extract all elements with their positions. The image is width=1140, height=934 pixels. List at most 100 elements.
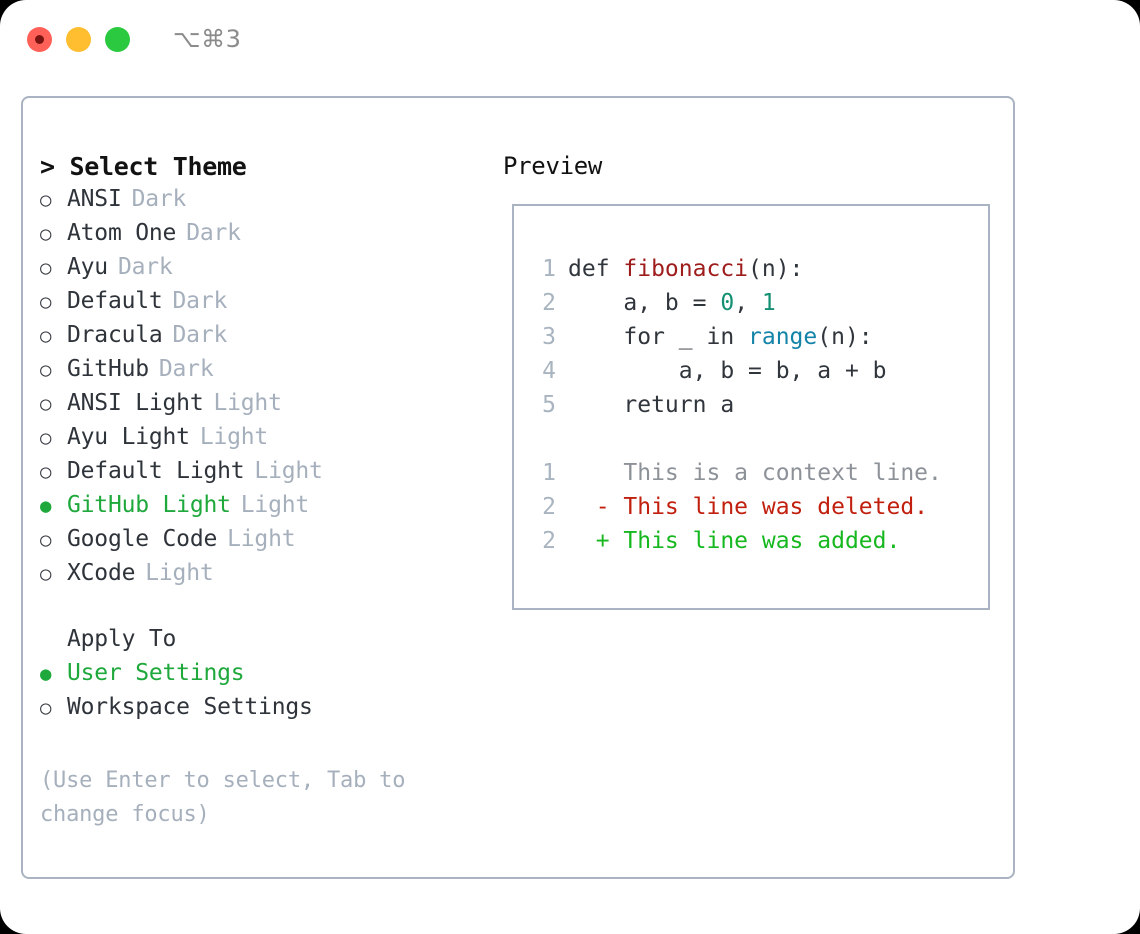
radio-unselected-icon: ○ [40, 359, 52, 381]
theme-option-label: ANSI [67, 186, 122, 212]
code-token-plain: (n): [748, 256, 804, 282]
apply-to-option-list[interactable]: ● User Settings ○ Workspace Settings [40, 660, 480, 728]
code-token-builtin: range [748, 324, 818, 350]
theme-variant-badge: Light [227, 526, 296, 552]
theme-option-label: Atom One [67, 220, 177, 246]
keyboard-hint-text: (Use Enter to select, Tab to change focu… [40, 768, 406, 827]
code-token-plain: a, b = b, a + b [568, 358, 887, 384]
line-number: 2 [542, 290, 556, 316]
radio-unselected-icon: ○ [40, 697, 52, 719]
radio-selected-icon: ● [40, 495, 52, 517]
code-line: 4 a, b = b, a + b [530, 354, 942, 388]
diff-line-text: This is a context line. [623, 460, 942, 486]
theme-option-ayu-light[interactable]: ○ Ayu Light Light [40, 424, 480, 458]
theme-option-google-code[interactable]: ○ Google Code Light [40, 526, 480, 560]
theme-option-ayu[interactable]: ○ Ayu Dark [40, 254, 480, 288]
line-number: 1 [542, 256, 556, 282]
line-number: 2 [542, 494, 556, 520]
apply-to-option-label: User Settings [67, 660, 245, 686]
apply-to-option-label: Workspace Settings [67, 694, 313, 720]
code-token-plain: def [568, 256, 624, 282]
theme-option-atom-one[interactable]: ○ Atom One Dark [40, 220, 480, 254]
diff-marker: - [568, 494, 624, 520]
title-bar: ⌥⌘3 [0, 0, 1140, 78]
apply-to-option-workspace-settings[interactable]: ○ Workspace Settings [40, 694, 480, 728]
select-theme-heading: > Select Theme [40, 152, 247, 181]
theme-option-label: XCode [67, 560, 136, 586]
theme-variant-badge: Dark [117, 254, 173, 280]
code-token-num: 1 [761, 290, 776, 316]
code-token-plain: (n): [817, 324, 873, 350]
theme-option-label: GitHub Light [67, 492, 231, 518]
code-token-num: 0 [720, 290, 735, 316]
line-number: 5 [542, 392, 556, 418]
theme-option-label: ANSI Light [67, 390, 204, 416]
minimize-window-button[interactable] [66, 26, 91, 52]
maximize-window-button[interactable] [105, 26, 130, 52]
theme-variant-badge: Dark [186, 220, 241, 246]
theme-variant-badge: Dark [131, 186, 187, 212]
radio-unselected-icon: ○ [40, 223, 52, 245]
diff-marker: + [568, 528, 624, 554]
diff-line-text: This line was deleted. [623, 494, 929, 520]
diff-line-add: 2 + This line was added. [530, 524, 942, 558]
close-icon [35, 34, 44, 44]
theme-option-label: Dracula [67, 322, 163, 348]
theme-option-dracula[interactable]: ○ Dracula Dark [40, 322, 480, 356]
theme-option-label: Default Light [67, 458, 245, 484]
theme-variant-badge: Light [254, 458, 323, 484]
theme-option-ansi[interactable]: ○ ANSI Dark [40, 186, 480, 220]
apply-to-heading: Apply To [67, 626, 177, 652]
theme-option-label: Ayu Light [67, 424, 190, 450]
theme-option-label: GitHub [67, 356, 149, 382]
radio-unselected-icon: ○ [40, 529, 52, 551]
code-token-plain: , [734, 290, 762, 316]
radio-unselected-icon: ○ [40, 393, 52, 415]
theme-option-xcode[interactable]: ○ XCode Light [40, 560, 480, 594]
theme-option-label: Google Code [67, 526, 218, 552]
line-number: 3 [542, 324, 556, 350]
line-number: 2 [542, 528, 556, 554]
diff-line-del: 2 - This line was deleted. [530, 490, 942, 524]
line-number: 4 [542, 358, 556, 384]
diff-marker [568, 456, 623, 490]
radio-selected-icon: ● [40, 663, 52, 685]
code-line: 3 for _ in range(n): [530, 320, 942, 354]
radio-unselected-icon: ○ [40, 257, 52, 279]
theme-option-label: Ayu [67, 254, 108, 280]
close-window-button[interactable] [27, 26, 52, 52]
code-line: 5 return a [530, 388, 942, 422]
theme-variant-badge: Light [199, 424, 269, 450]
code-blank-line [530, 422, 942, 456]
code-token-plain: a, b = [568, 290, 721, 316]
theme-variant-badge: Light [145, 560, 214, 586]
radio-unselected-icon: ○ [40, 427, 52, 449]
theme-option-github[interactable]: ○ GitHub Dark [40, 356, 480, 390]
theme-variant-badge: Dark [172, 288, 228, 314]
code-token-plain: for _ in [568, 324, 749, 350]
radio-unselected-icon: ○ [40, 563, 52, 585]
traffic-light-group [27, 26, 130, 52]
radio-unselected-icon: ○ [40, 189, 52, 211]
radio-unselected-icon: ○ [40, 291, 52, 313]
code-line: 2 a, b = 0, 1 [530, 286, 942, 320]
theme-variant-badge: Dark [158, 356, 214, 382]
radio-unselected-icon: ○ [40, 325, 52, 347]
code-line: 1 def fibonacci(n): [530, 252, 942, 286]
apply-to-option-user-settings[interactable]: ● User Settings [40, 660, 480, 694]
line-number: 1 [542, 460, 556, 486]
apply-to-group: Apply To ● User Settings ○ Workspace Settin… [40, 626, 480, 728]
keyboard-shortcut-label: ⌥⌘3 [173, 25, 242, 53]
theme-variant-badge: Dark [172, 322, 228, 348]
code-token-fn: fibonacci [623, 256, 749, 282]
